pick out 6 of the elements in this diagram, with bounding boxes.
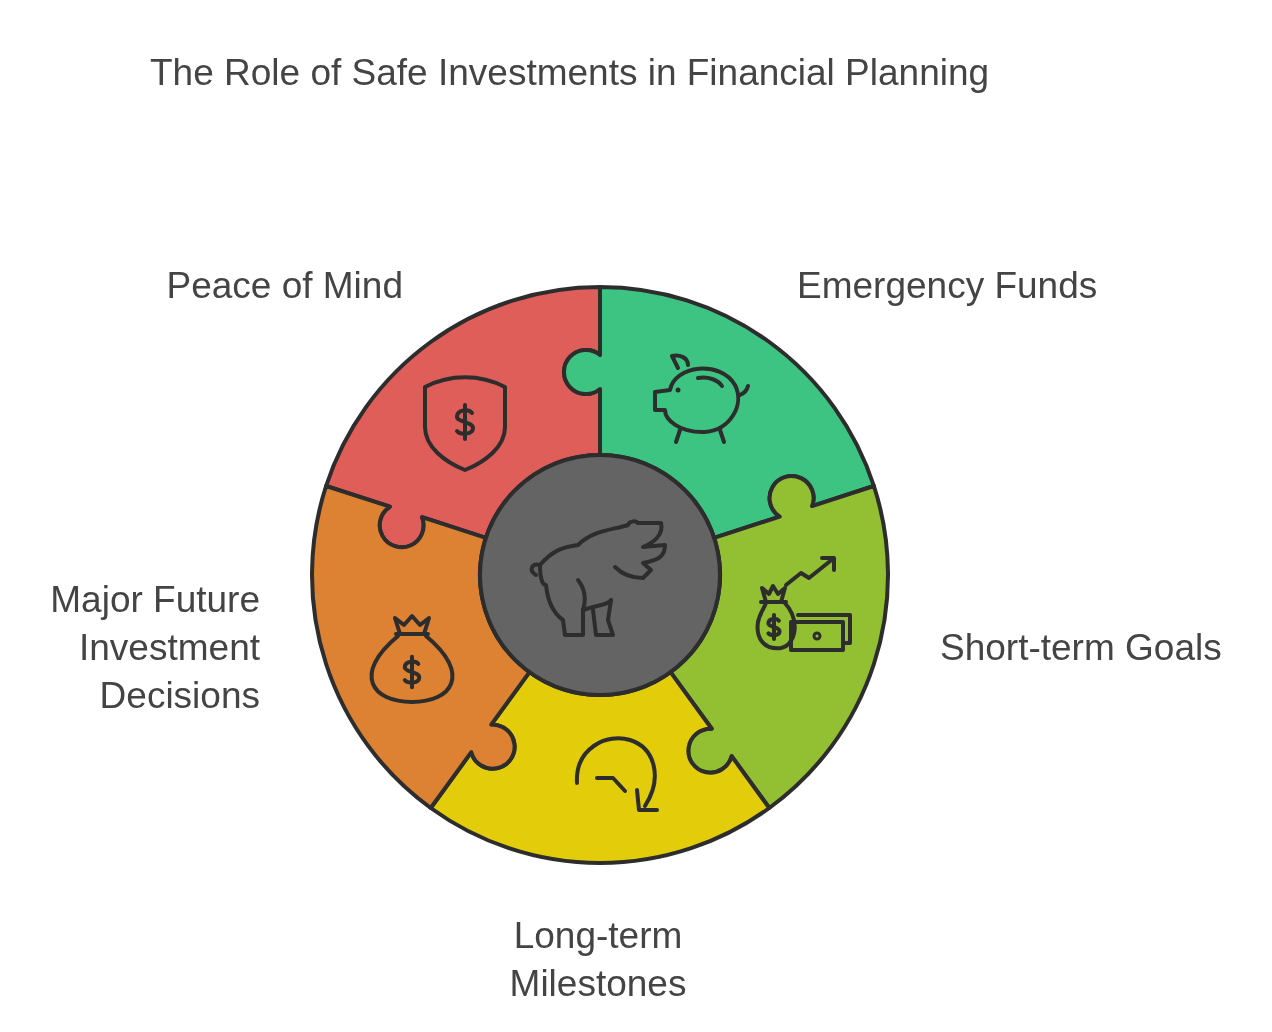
segment-label: Major Future Investment Decisions [49,578,260,718]
segment-label: Peace of Mind [166,264,403,308]
diagram-title: The Role of Safe Investments in Financial Planning [150,51,990,95]
segment-label: Long-term Milestones [508,914,688,1006]
segment-label: Short-term Goals [940,626,1222,670]
segment-label: Emergency Funds [797,264,1098,308]
